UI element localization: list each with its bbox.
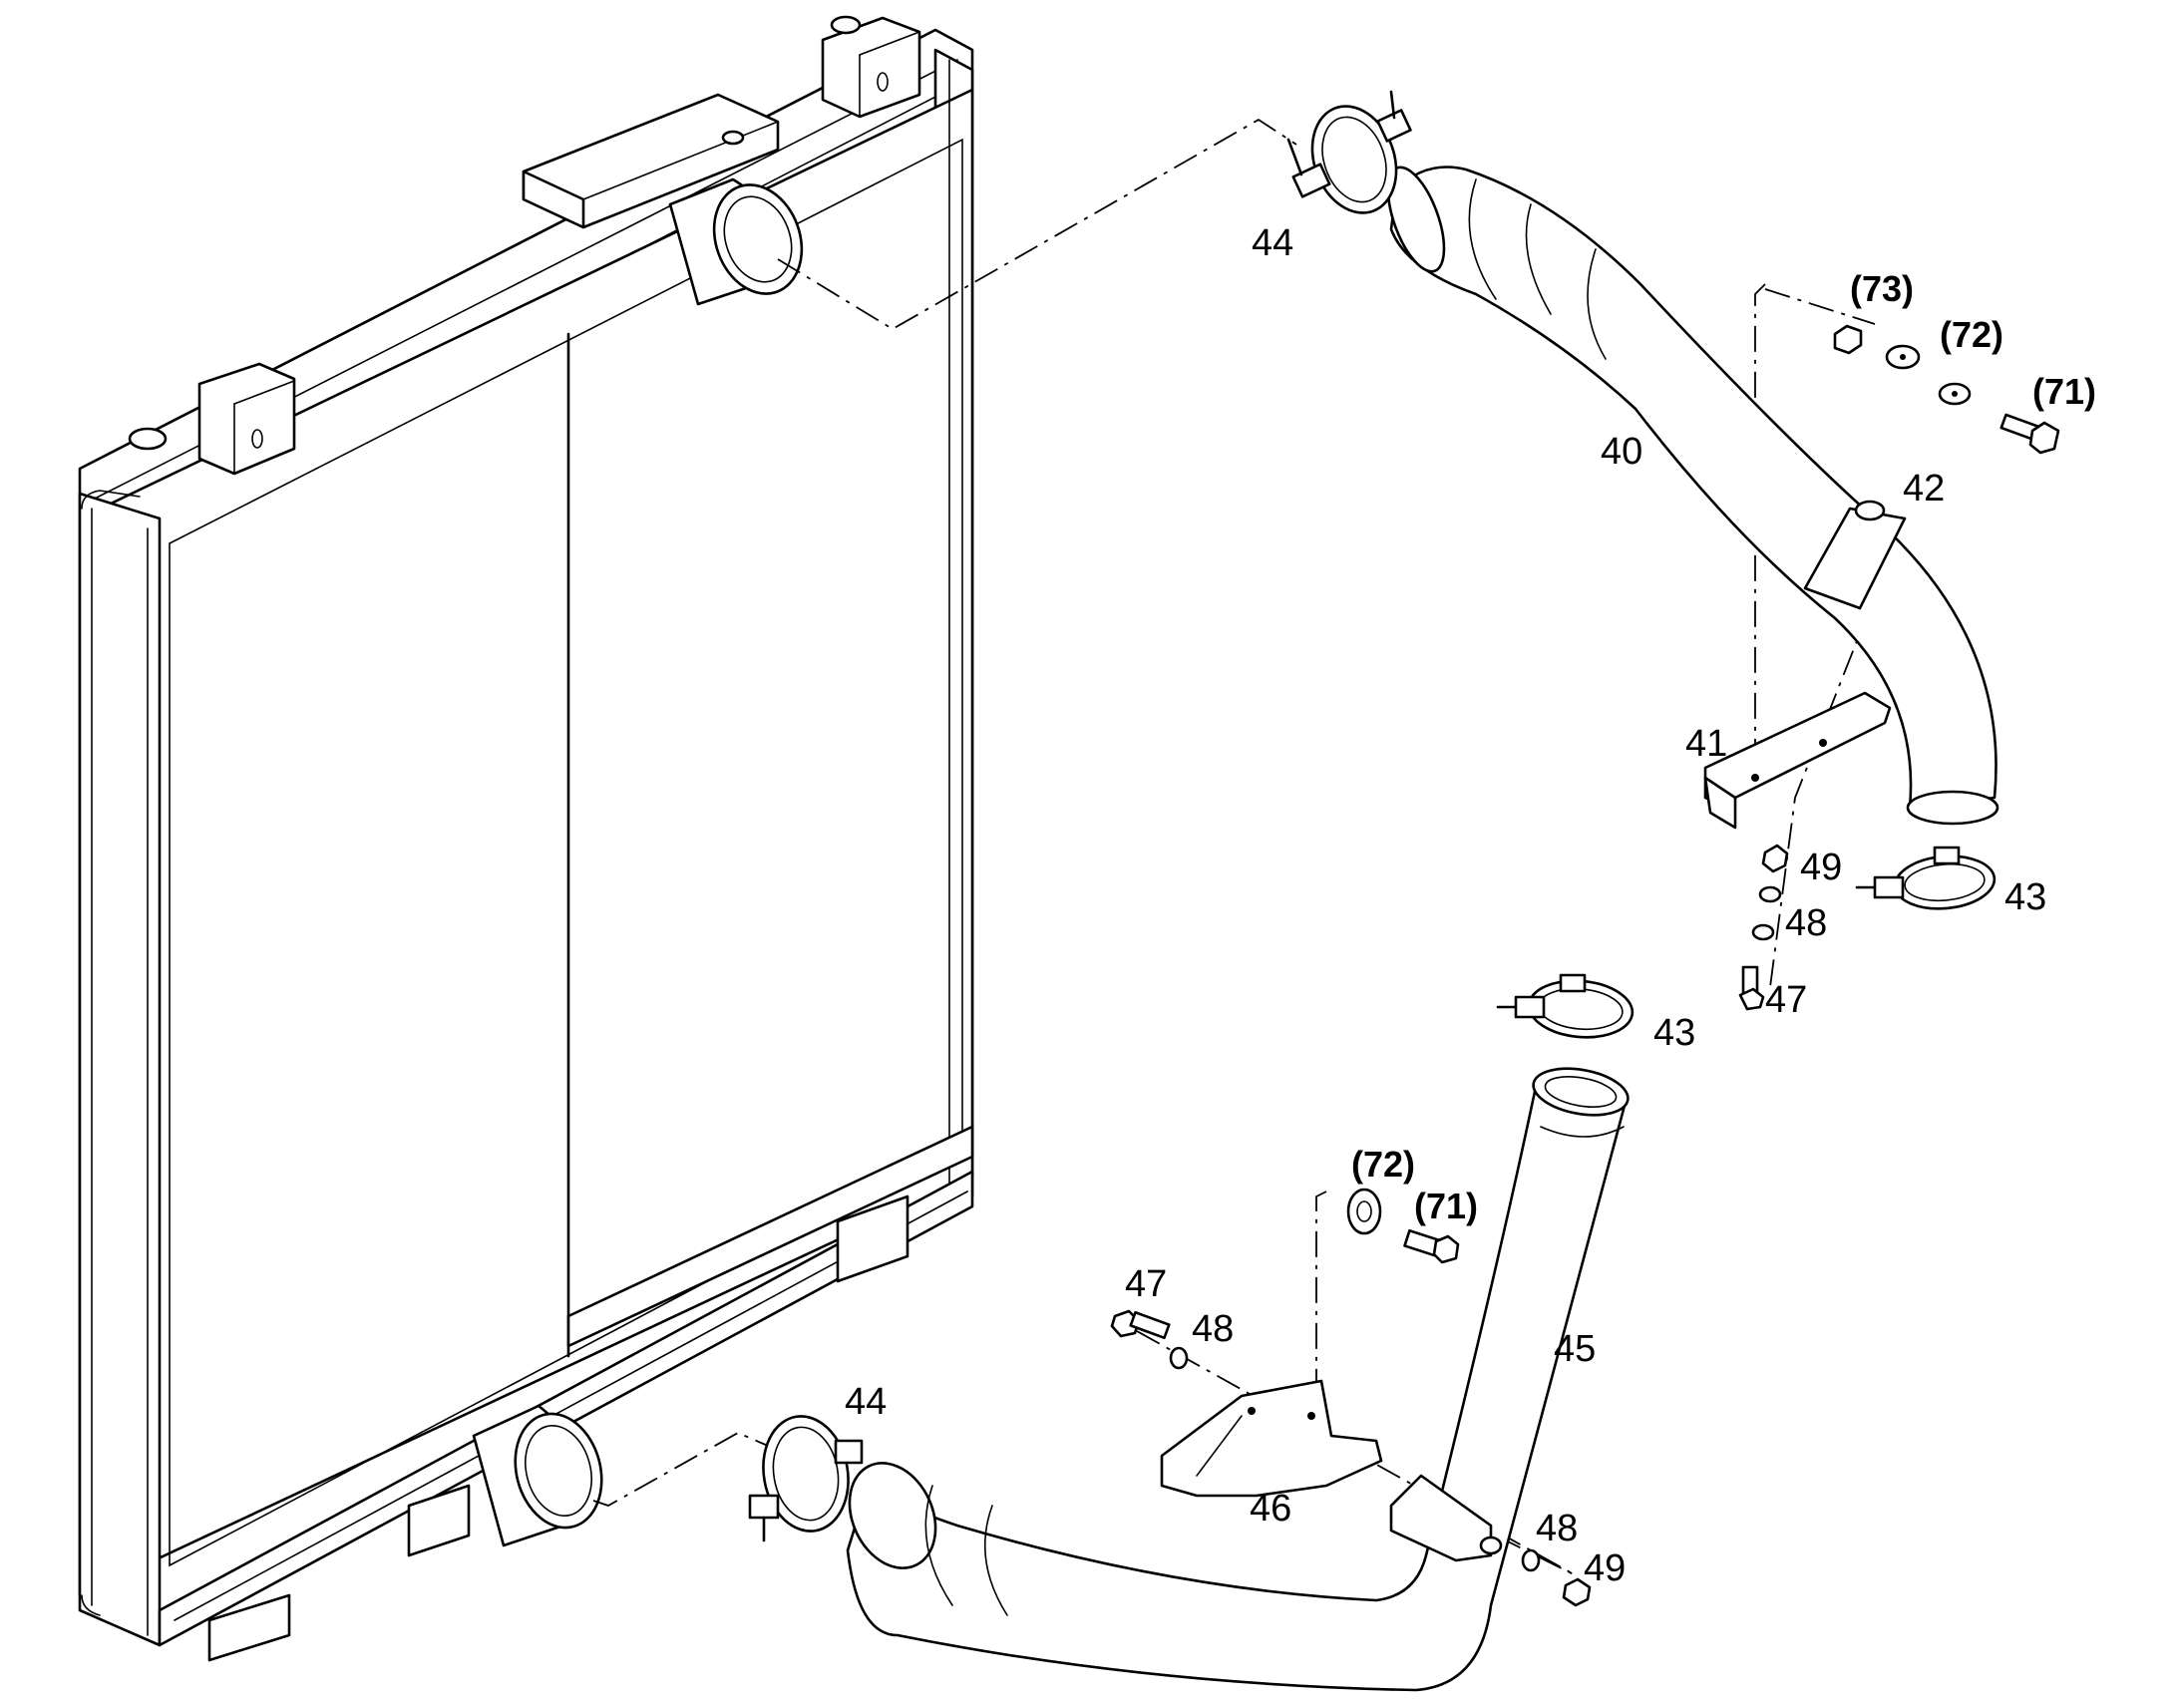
label-49-lower: 49 — [1584, 1547, 1626, 1589]
label-40: 40 — [1601, 431, 1642, 473]
fasteners — [1110, 324, 2060, 1607]
label-44-upper: 44 — [1252, 222, 1293, 264]
label-71-upper: (71) — [2032, 371, 2096, 412]
washer-48-upper-a — [1758, 885, 1782, 903]
nut-73-upper — [1833, 324, 1863, 355]
label-49-upper: 49 — [1800, 847, 1842, 888]
bracket-46 — [1160, 1379, 1383, 1498]
label-42: 42 — [1903, 468, 1945, 510]
washer-48-lower — [1169, 1346, 1189, 1370]
bolt-47-lower — [1110, 1309, 1141, 1338]
nut-49-upper — [1761, 844, 1789, 873]
label-43-upper: 43 — [2004, 876, 2046, 918]
label-46: 46 — [1250, 1488, 1291, 1530]
hose-40 — [1386, 166, 1999, 826]
clamp-44-upper — [1286, 90, 1412, 214]
label-73-upper: (73) — [1850, 268, 1914, 309]
clamp-43-mid — [1496, 973, 1635, 1039]
label-41: 41 — [1685, 723, 1727, 765]
nut-49-lower — [1562, 1577, 1592, 1607]
label-43-lower: 43 — [1653, 1012, 1695, 1054]
label-47-upper: 47 — [1765, 979, 1807, 1021]
label-48-lower: 48 — [1536, 1508, 1578, 1549]
lower-outlet-stub — [472, 1404, 603, 1547]
label-72-upper: (72) — [1940, 314, 2003, 355]
washer-72-lower — [1346, 1188, 1382, 1235]
callout-labels: 44 40 42 41 49 48 47 43 43 (73) (72) (71… — [845, 222, 2096, 1589]
label-72-lower: (72) — [1351, 1144, 1415, 1185]
intercooler-core — [78, 15, 974, 1662]
pipe-clamp-lower — [1389, 1474, 1493, 1562]
label-44-lower: 44 — [845, 1381, 887, 1423]
label-71-lower: (71) — [1414, 1186, 1478, 1226]
clamp-44-lower — [748, 1415, 864, 1542]
label-48-upper: 48 — [1785, 902, 1827, 944]
label-48-mid: 48 — [1192, 1308, 1234, 1350]
label-47-lower: 47 — [1125, 1263, 1167, 1305]
washer-48-upper-b — [1751, 923, 1775, 941]
upper-outlet-stub — [668, 177, 804, 306]
bracket-41 — [1703, 691, 1892, 830]
clamp-43-lower-right — [1855, 846, 1997, 910]
washer-48-lower-right — [1521, 1548, 1541, 1572]
clamp-42 — [1803, 500, 1907, 610]
label-45: 45 — [1554, 1328, 1596, 1370]
